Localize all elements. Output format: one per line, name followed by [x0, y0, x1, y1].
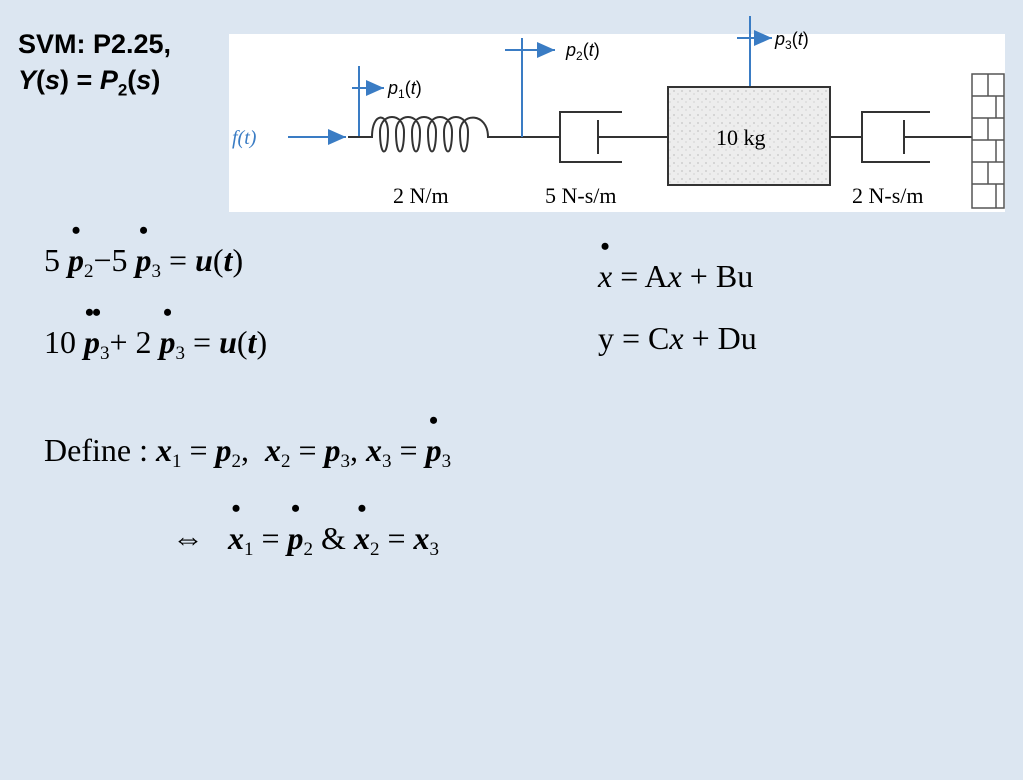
mass-block: [667, 86, 831, 186]
slide-title: SVM: P2.25, Y(s) = P2(s): [18, 26, 171, 108]
spring-label: 2 N/m: [393, 183, 449, 208]
damper-1: [559, 111, 668, 163]
title-line-2: Y(s) = P2(s): [18, 65, 161, 100]
implies-equation: ⇔ x1 = p2 & x2 = x3: [172, 504, 439, 570]
mechanical-system-diagram: f(t) p1(t) 2 N/m p2(t) 5 N-s/m p3(t) 10 …: [229, 16, 1005, 212]
equation-2: 10 p3+ 2 p3 = u(t): [44, 308, 267, 374]
fixed-wall: [971, 73, 1005, 209]
output-equation: y = Cx + Du: [598, 320, 757, 356]
p2-label: p2(t): [565, 40, 600, 63]
damper-2-label: 2 N-s/m: [852, 183, 924, 208]
p1-label: p1(t): [387, 78, 422, 101]
mass-label: 10 kg: [716, 125, 766, 150]
damper-1-label: 5 N-s/m: [545, 183, 617, 208]
equation-1: 5 p2−5 p3 = u(t): [44, 226, 243, 292]
spring: [348, 116, 560, 153]
state-equation: x = Ax + Bu: [598, 242, 753, 296]
title-line-1: SVM: P2.25,: [18, 29, 172, 59]
force-label: f(t): [232, 127, 257, 149]
p3-label: p3(t): [774, 29, 809, 52]
damper-2: [830, 111, 972, 163]
define-equation: Define : x1 = p2, x2 = p3, x3 = p3: [44, 416, 451, 482]
